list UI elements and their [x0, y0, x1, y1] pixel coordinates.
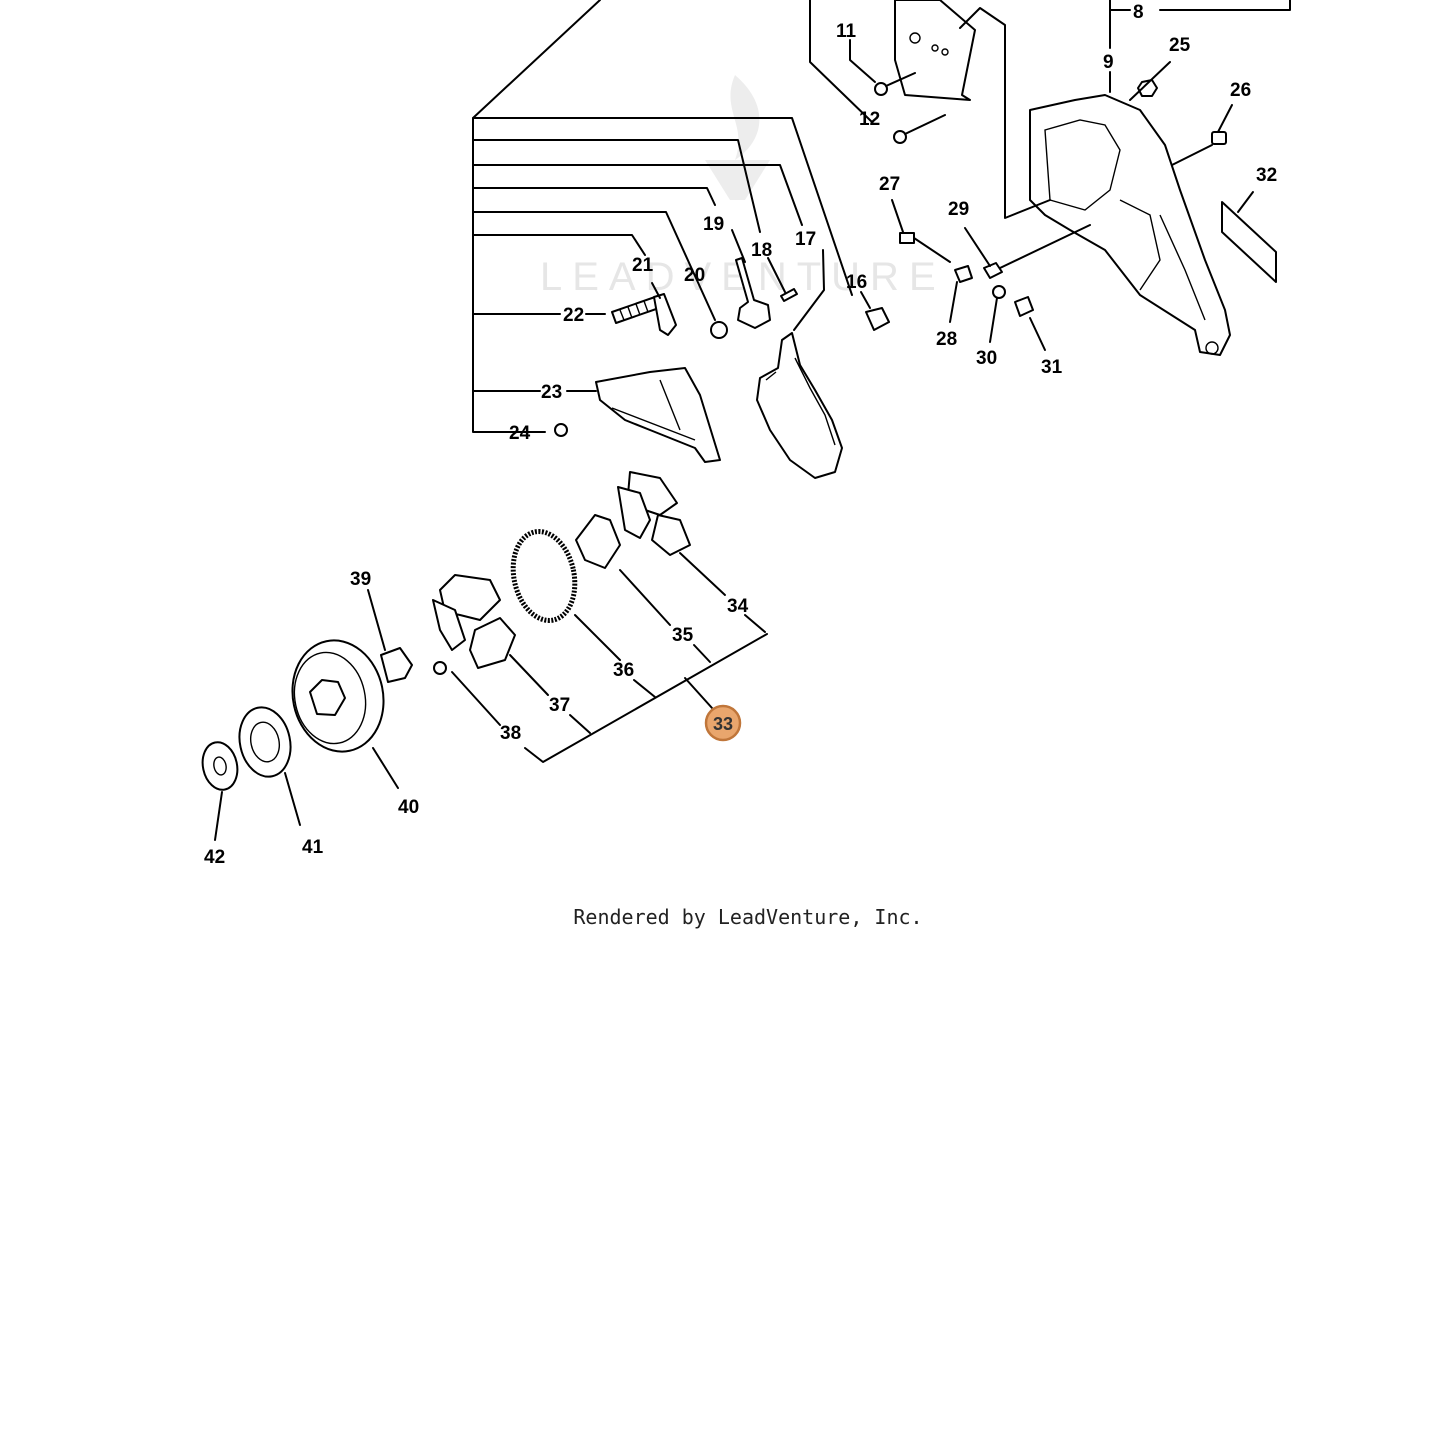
pin-18: [780, 288, 798, 302]
clutch-shoe-37c: [469, 617, 516, 669]
callout-26[interactable]: 26: [1230, 80, 1251, 101]
brake-band-17: [756, 332, 843, 479]
clutch-spring-36: [510, 529, 578, 623]
callout-32[interactable]: 32: [1256, 165, 1277, 186]
clutch-drum-40: [291, 639, 385, 753]
callout-9[interactable]: 9: [1103, 52, 1114, 73]
callout-33-highlight[interactable]: 33: [704, 704, 742, 742]
clutch-shoe-37b: [432, 599, 466, 651]
highlight-circle[interactable]: [704, 704, 742, 742]
brake-cover-23: [595, 367, 721, 463]
clutch-hub-35: [575, 514, 621, 569]
callout-11[interactable]: 11: [836, 21, 857, 42]
callout-24[interactable]: 24: [509, 423, 531, 444]
callout-19[interactable]: 19: [703, 214, 724, 235]
nut-29: [983, 262, 1003, 279]
callout-12[interactable]: 12: [859, 109, 880, 130]
callout-34[interactable]: 34: [727, 596, 749, 617]
callout-labels: 8 9 11 12 16 17 18 19 20 21 22 23 24 25 …: [204, 2, 1277, 868]
clutch-cover-assembly: [865, 0, 1277, 356]
callout-23[interactable]: 23: [541, 382, 562, 403]
leader-lines: [214, 0, 1291, 841]
callout-35[interactable]: 35: [672, 625, 694, 646]
screw-24: [554, 423, 568, 437]
clutch-cover: [1029, 94, 1231, 356]
callout-25[interactable]: 25: [1169, 35, 1191, 56]
callout-22[interactable]: 22: [563, 305, 584, 326]
lever-19: [735, 257, 771, 329]
callout-8[interactable]: 8: [1133, 2, 1144, 23]
callout-41[interactable]: 41: [302, 837, 324, 858]
washer-42: [201, 741, 239, 791]
bushing-20: [710, 321, 728, 339]
clutch-plate-34c: [651, 514, 691, 556]
callout-21[interactable]: 21: [632, 255, 654, 276]
callout-28[interactable]: 28: [936, 329, 957, 350]
clutch-plate-34b: [617, 486, 651, 539]
clutch-assembly: [201, 471, 691, 791]
bushing-16: [865, 307, 890, 331]
chain-brake-assembly: [554, 257, 843, 479]
callout-17[interactable]: 17: [795, 229, 816, 250]
callout-42[interactable]: 42: [204, 847, 225, 868]
callout-16[interactable]: 16: [846, 272, 867, 293]
nut-30: [992, 285, 1006, 299]
rim-sprocket-41: [238, 706, 292, 778]
needle-bearing-39: [380, 647, 413, 683]
bar-plate: [894, 0, 976, 101]
block-31: [1014, 296, 1034, 317]
adjusting-screw-27: [899, 232, 951, 263]
callout-31[interactable]: 31: [1041, 357, 1063, 378]
callout-37[interactable]: 37: [549, 695, 570, 716]
screw-26: [1211, 131, 1227, 145]
screw-38: [433, 661, 447, 675]
bolt-11: [874, 72, 916, 96]
callout-33[interactable]: 33: [713, 714, 733, 734]
callout-29[interactable]: 29: [948, 199, 969, 220]
callout-18[interactable]: 18: [751, 240, 772, 261]
label-plate-32: [1221, 201, 1277, 283]
spring-22: [611, 296, 660, 324]
callout-38[interactable]: 38: [500, 723, 521, 744]
pin-28: [954, 265, 973, 283]
callout-39[interactable]: 39: [350, 569, 371, 590]
footer-credit: Rendered by LeadVenture, Inc.: [573, 905, 922, 929]
callout-30[interactable]: 30: [976, 348, 997, 369]
lever-21: [653, 293, 677, 336]
callout-27[interactable]: 27: [879, 174, 900, 195]
callout-40[interactable]: 40: [398, 797, 419, 818]
callout-36[interactable]: 36: [613, 660, 634, 681]
bolt-12: [893, 114, 946, 144]
callout-20[interactable]: 20: [684, 265, 705, 286]
